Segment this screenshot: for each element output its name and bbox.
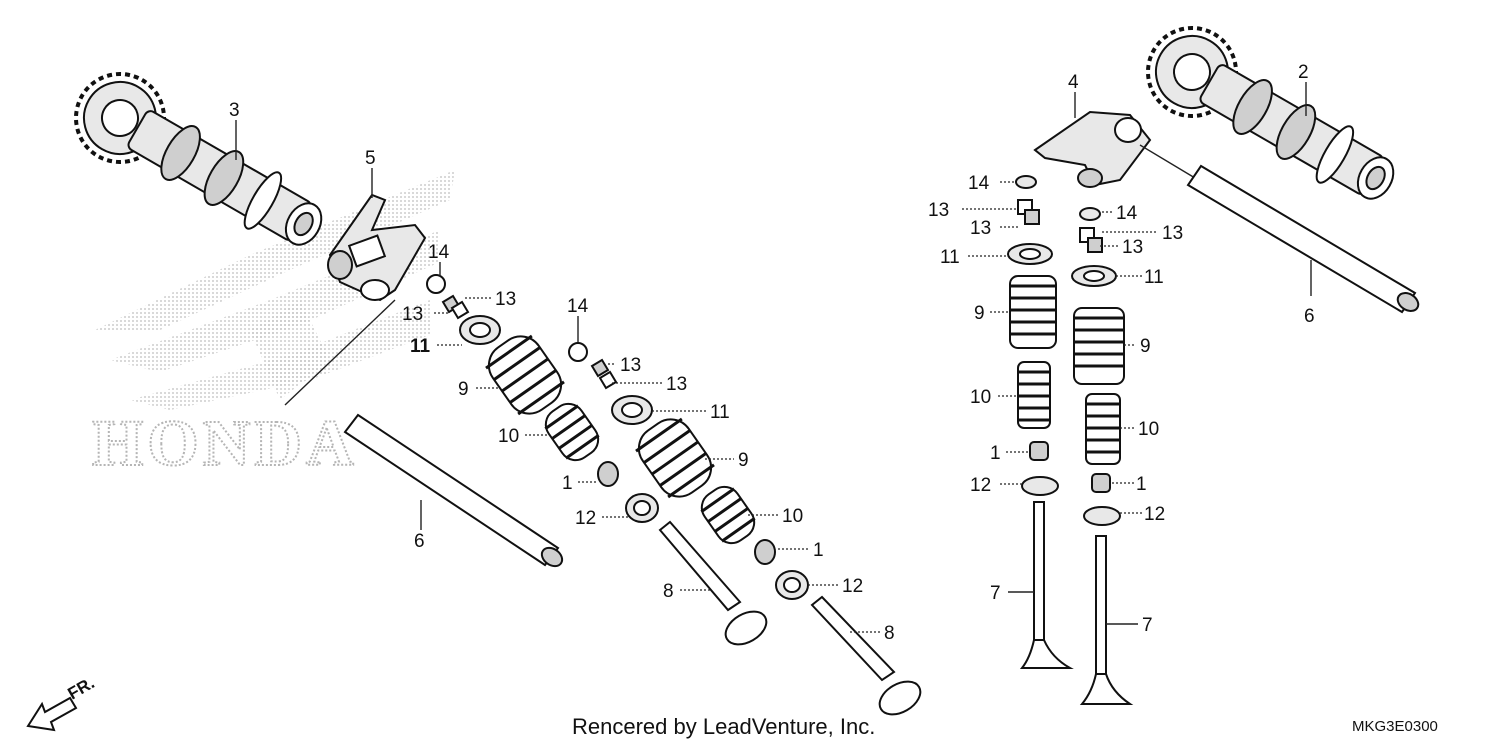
callout-1-c: 1 [990, 443, 1001, 464]
callout-13-b: 13 [402, 304, 423, 325]
diagram-code: MKG3E0300 [1352, 718, 1438, 735]
arrow-left-down-icon [26, 696, 78, 732]
callout-7-a: 7 [990, 583, 1001, 604]
callout-10-d: 10 [1138, 419, 1159, 440]
callout-14-c: 14 [968, 173, 990, 194]
rocker-arm-left [327, 193, 427, 302]
callout-1-d: 1 [1136, 474, 1147, 495]
rocker-shaft-right [1139, 144, 1420, 314]
rendered-by-credit: Rencered by LeadVenture, Inc. [572, 714, 875, 739]
callout-1-b: 1 [813, 540, 824, 561]
callout-7-b: 7 [1142, 615, 1153, 636]
callout-9-d: 9 [1140, 336, 1151, 357]
callout-4: 4 [1068, 72, 1079, 93]
callout-13-g: 13 [1162, 223, 1183, 244]
rocker-arm-right [1033, 110, 1152, 188]
callout-9-b: 9 [738, 450, 749, 471]
callout-2: 2 [1298, 62, 1309, 83]
callout-8-b: 8 [884, 623, 895, 644]
callout-14-a: 14 [428, 242, 450, 263]
camshaft-left [74, 72, 323, 246]
callout-numbers: 3 5 14 13 13 11 9 10 1 12 6 8 14 13 13 1… [229, 62, 1315, 644]
callout-13-a: 13 [495, 289, 516, 310]
leader-lines [235, 82, 1312, 633]
callout-13-f: 13 [970, 218, 991, 239]
callout-6-a: 6 [414, 531, 425, 552]
valve-parts-right-column-1 [1007, 175, 1074, 669]
callout-12-d: 12 [1144, 504, 1165, 525]
rocker-shaft-left [284, 299, 564, 568]
callout-11-d: 11 [1144, 267, 1164, 288]
camshaft-right [1146, 25, 1395, 200]
front-direction-indicator: FR. [26, 673, 98, 732]
callout-11-a: 11 [410, 336, 431, 357]
callout-10-b: 10 [782, 506, 803, 527]
callout-13-d: 13 [666, 374, 687, 395]
callout-5: 5 [365, 148, 376, 169]
callout-11-b: 11 [710, 402, 730, 423]
callout-13-c: 13 [620, 355, 641, 376]
callout-11-c: 11 [940, 247, 960, 268]
callout-8-a: 8 [663, 581, 674, 602]
valve-parts-left-column-1 [426, 274, 768, 646]
callout-3: 3 [229, 100, 240, 121]
valve-parts-right-column-2 [1071, 207, 1134, 705]
callout-1-a: 1 [562, 473, 573, 494]
callout-13-h: 13 [1122, 237, 1143, 258]
callout-10-c: 10 [970, 387, 991, 408]
callout-12-c: 12 [970, 475, 991, 496]
callout-10-a: 10 [498, 426, 519, 447]
callout-9-c: 9 [974, 303, 985, 324]
honda-logo-text: HONDA [92, 407, 358, 480]
callout-6-b: 6 [1304, 306, 1315, 327]
valve-parts-left-column-2 [568, 342, 922, 716]
callout-13-e: 13 [928, 200, 949, 221]
callout-9-a: 9 [458, 379, 469, 400]
callout-12-b: 12 [842, 576, 863, 597]
callout-14-d: 14 [1116, 203, 1138, 224]
callout-14-b: 14 [567, 296, 589, 317]
callout-12-a: 12 [575, 508, 596, 529]
